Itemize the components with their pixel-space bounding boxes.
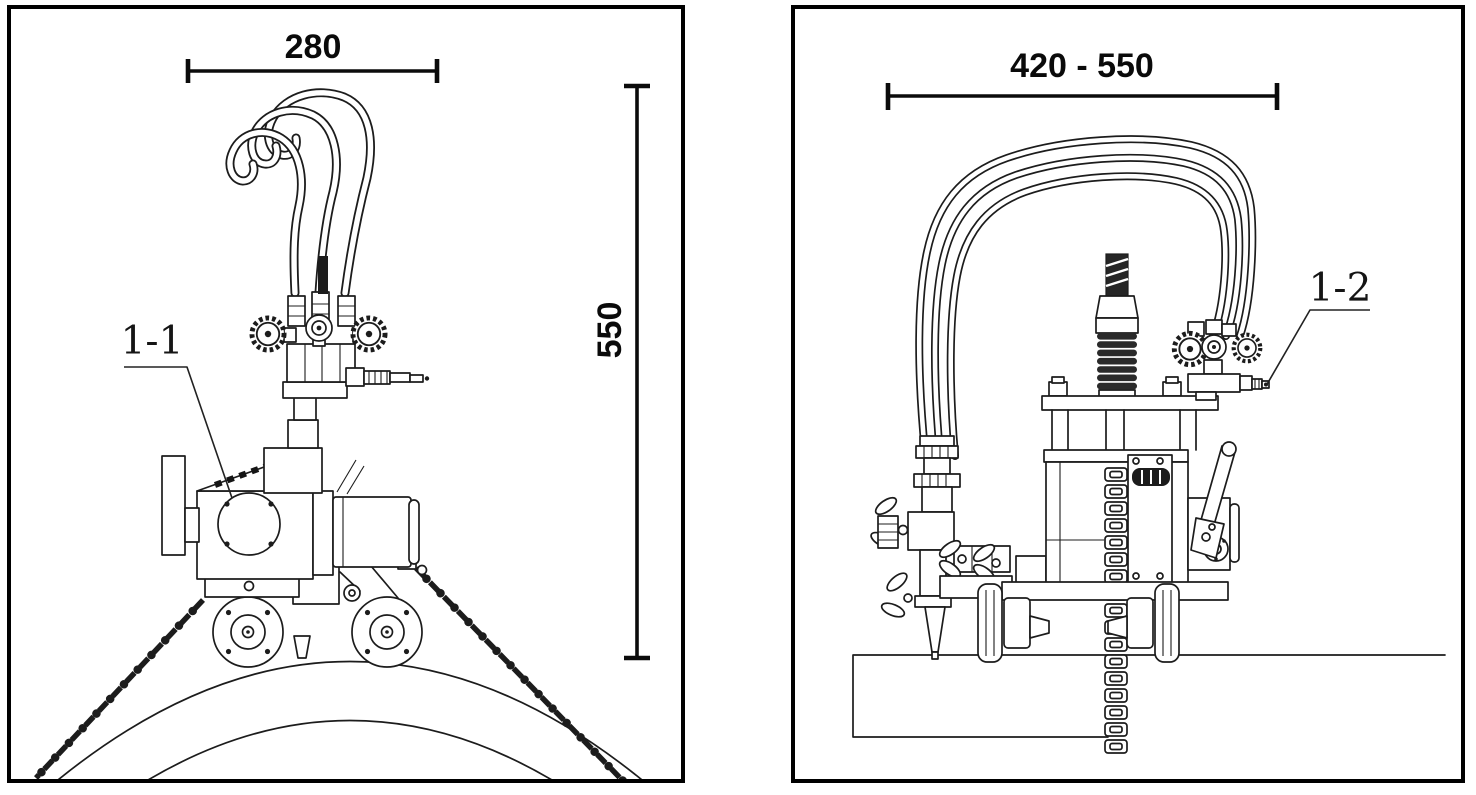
workpiece-edge — [852, 654, 1446, 738]
handwheel-right — [353, 318, 385, 350]
callout-1-2-label: 1-2 — [1309, 266, 1372, 311]
chain-right — [411, 563, 628, 779]
dimension-550-label: 550 — [591, 302, 629, 359]
motor-and-lever — [1187, 441, 1240, 571]
handwheel-center — [305, 314, 333, 342]
dimension-width-280: 280 — [185, 28, 440, 83]
dimension-width-420-550: 420 - 550 — [885, 47, 1280, 110]
machine-body — [161, 451, 420, 580]
spring-column — [1095, 253, 1139, 399]
valve-handwheel-center — [1201, 334, 1227, 360]
chain-left — [31, 595, 208, 779]
left-wheel — [212, 596, 284, 668]
valve-handwheel-left — [1174, 333, 1205, 364]
hose-bundle — [225, 88, 375, 298]
dimension-280-label: 280 — [285, 28, 342, 66]
riser-column — [263, 395, 323, 494]
callout-1-2: 1-2 — [1265, 266, 1372, 387]
dimension-420-550-label: 420 - 550 — [1010, 47, 1154, 85]
gas-valve-assembly — [1174, 319, 1270, 401]
right-wheel — [351, 596, 423, 668]
dimension-height-550: 550 — [591, 83, 650, 661]
rail-and-rollers — [977, 581, 1229, 663]
drive-chain — [1104, 467, 1128, 754]
left-drawing-panel: 1-1 280 550 — [7, 5, 685, 783]
callout-1-1: 1-1 — [121, 319, 233, 499]
right-drawing-panel: 1-2 420 - 550 — [791, 5, 1465, 783]
valve-handwheel-right — [1234, 335, 1261, 362]
hose-loop — [915, 135, 1257, 460]
valve-manifold — [252, 256, 430, 399]
front-view-drawing: 1-1 280 550 — [31, 28, 650, 779]
side-view-drawing: 1-2 420 - 550 — [852, 47, 1446, 754]
cutting-torch — [870, 435, 961, 660]
front-cover — [1127, 454, 1173, 591]
handwheel-left — [252, 318, 284, 350]
callout-1-1-label: 1-1 — [121, 319, 184, 364]
